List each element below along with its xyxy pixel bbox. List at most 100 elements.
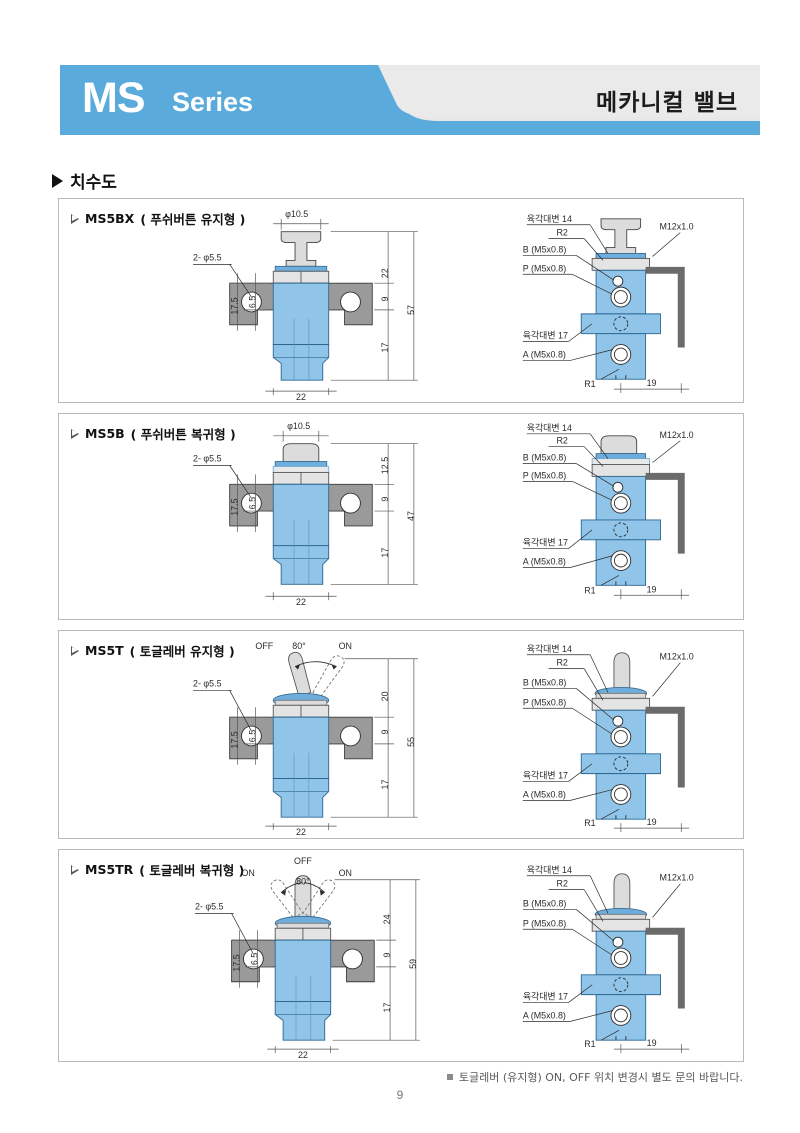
dim-overall: 47 xyxy=(406,511,416,521)
panel-title-ms5t: MS5T ( 토글레버 유지형 ) xyxy=(71,641,235,660)
label-r2: R2 xyxy=(556,658,567,668)
label-port-a: A (M5x0.8) xyxy=(523,557,566,567)
panel-type-label: ( 푸쉬버튼 복귀형 ) xyxy=(130,427,236,442)
section-title: 치수도 xyxy=(52,168,117,193)
label-port-p: P (M5x0.8) xyxy=(523,697,566,707)
panel-ms5b: MS5B ( 푸쉬버튼 복귀형 ) xyxy=(58,413,744,620)
label-port-b: B (M5x0.8) xyxy=(523,898,567,908)
label-r1: R1 xyxy=(584,585,595,595)
footer-note: 토글레버 (유지형) ON, OFF 위치 변경시 별도 문의 바랍니다. xyxy=(446,1069,743,1085)
label-r2: R2 xyxy=(556,436,567,446)
triangle-outline-icon xyxy=(71,428,79,439)
label-port-b: B (M5x0.8) xyxy=(523,453,567,463)
callout-holes: 2- φ5.5 xyxy=(193,252,222,262)
label-hex17: 육각대변 17 xyxy=(523,330,568,341)
dim-knob-dia: φ10.5 xyxy=(287,421,310,431)
dim-mid: 9 xyxy=(380,497,390,502)
dim-flange-h: 17.5 xyxy=(230,498,240,515)
dim-overall: 57 xyxy=(406,305,416,315)
label-r2: R2 xyxy=(556,228,567,238)
label-lever-off: OFF xyxy=(255,641,273,651)
label-r1: R1 xyxy=(584,379,595,389)
banner-background xyxy=(60,65,760,135)
dim-flange-h: 17.5 xyxy=(230,731,240,748)
dim-19: 19 xyxy=(647,378,657,388)
triangle-right-icon xyxy=(52,173,63,188)
dim-low: 17 xyxy=(382,1003,392,1013)
callout-holes: 2- φ5.5 xyxy=(195,901,224,911)
label-port-a: A (M5x0.8) xyxy=(523,349,566,359)
triangle-outline-icon xyxy=(71,213,79,224)
drawing-ms5b: φ10.5 12.5 9 17 47 22 17.5 6.5 2- φ5.5 xyxy=(193,421,694,607)
brand-series: Series xyxy=(172,87,254,117)
dim-width: 22 xyxy=(296,392,306,402)
dim-low: 17 xyxy=(380,343,390,353)
drawing-ms5tr: ON OFF 80° ON 24 9 17 59 22 17.5 6.5 2- … xyxy=(195,856,694,1060)
dim-hole-h: 6.5 xyxy=(247,497,257,509)
page-number: 9 xyxy=(396,1088,404,1102)
label-r2: R2 xyxy=(557,879,568,889)
panel-model-label: MS5TR xyxy=(85,862,134,877)
dim-hole-h: 6.5 xyxy=(247,296,257,308)
bullet-square-icon xyxy=(446,1074,453,1080)
panel-title-ms5bx: MS5BX ( 푸쉬버튼 유지형 ) xyxy=(71,209,245,228)
panel-model-label: MS5BX xyxy=(85,211,135,226)
label-lever-off: OFF xyxy=(294,856,312,866)
panel-type-label: ( 푸쉬버튼 유지형 ) xyxy=(140,212,246,227)
dim-overall: 55 xyxy=(406,737,416,747)
panel-title-ms5b: MS5B ( 푸쉬버튼 복귀형 ) xyxy=(71,424,236,443)
dim-overall: 59 xyxy=(408,959,418,969)
dim-flange-h: 17.5 xyxy=(232,954,242,971)
label-hex14: 육각대변 14 xyxy=(527,864,572,875)
section-title-label: 치수도 xyxy=(70,173,117,193)
callout-holes: 2- φ5.5 xyxy=(193,678,222,688)
label-hex17: 육각대변 17 xyxy=(523,770,568,781)
drawing-ms5bx: φ10.5 22 9 17 57 22 17.5 6.5 2- φ5.5 xyxy=(193,209,694,402)
dim-top: 20 xyxy=(380,691,390,701)
panel-ms5bx: MS5BX ( 푸쉬버튼 유지형 ) xyxy=(58,198,744,403)
triangle-outline-icon xyxy=(71,864,79,875)
dim-low: 17 xyxy=(380,780,390,790)
panel-model-label: MS5B xyxy=(85,426,125,441)
brand-name: MS xyxy=(82,74,145,122)
label-port-p: P (M5x0.8) xyxy=(523,918,566,928)
label-port-a: A (M5x0.8) xyxy=(523,789,566,799)
dim-19: 19 xyxy=(647,584,657,594)
label-thread: M12x1.0 xyxy=(659,222,693,232)
label-hex17: 육각대변 17 xyxy=(523,537,568,548)
panel-type-label: ( 토글레버 유지형 ) xyxy=(129,644,235,659)
dim-mid: 9 xyxy=(380,730,390,735)
dim-flange-h: 17.5 xyxy=(230,297,240,314)
label-thread: M12x1.0 xyxy=(660,652,694,662)
panel-ms5t: MS5T ( 토글레버 유지형 ) xyxy=(58,630,744,839)
label-hex17: 육각대변 17 xyxy=(523,991,568,1002)
triangle-outline-icon xyxy=(71,645,79,656)
dim-19: 19 xyxy=(647,817,657,827)
header-title-kr: 메카니컬 밸브 xyxy=(596,90,738,116)
dim-mid: 9 xyxy=(380,296,390,301)
label-lever-on-left: ON xyxy=(242,868,255,878)
dim-top: 12.5 xyxy=(380,457,390,474)
panel-ms5tr: MS5TR ( 토글레버 복귀형 ) xyxy=(58,849,744,1062)
label-port-p: P (M5x0.8) xyxy=(523,470,566,480)
panel-model-label: MS5T xyxy=(85,643,124,658)
dim-low: 17 xyxy=(380,548,390,558)
dim-19: 19 xyxy=(647,1038,657,1048)
label-hex14: 육각대변 14 xyxy=(527,643,572,654)
dim-knob-dia: φ10.5 xyxy=(285,209,308,219)
panel-type-label: ( 토글레버 복귀형 ) xyxy=(139,863,245,878)
label-port-p: P (M5x0.8) xyxy=(523,263,566,273)
label-port-b: B (M5x0.8) xyxy=(523,677,567,687)
label-hex14: 육각대변 14 xyxy=(527,213,572,224)
label-lever-angle: 80° xyxy=(292,641,306,651)
label-thread: M12x1.0 xyxy=(660,873,694,883)
label-lever-on-right: ON xyxy=(339,868,352,878)
dim-width: 22 xyxy=(296,827,306,837)
label-r1: R1 xyxy=(584,1039,595,1049)
dim-hole-h: 6.5 xyxy=(249,953,259,965)
drawing-ms5t: OFF 80° ON 20 9 17 55 22 17.5 6.5 2- φ5.… xyxy=(193,641,694,837)
page-header-banner: MS Series 메카니컬 밸브 xyxy=(60,65,760,135)
dim-hole-h: 6.5 xyxy=(247,730,257,742)
dim-mid: 9 xyxy=(382,952,392,957)
panel-title-ms5tr: MS5TR ( 토글레버 복귀형 ) xyxy=(71,860,244,879)
